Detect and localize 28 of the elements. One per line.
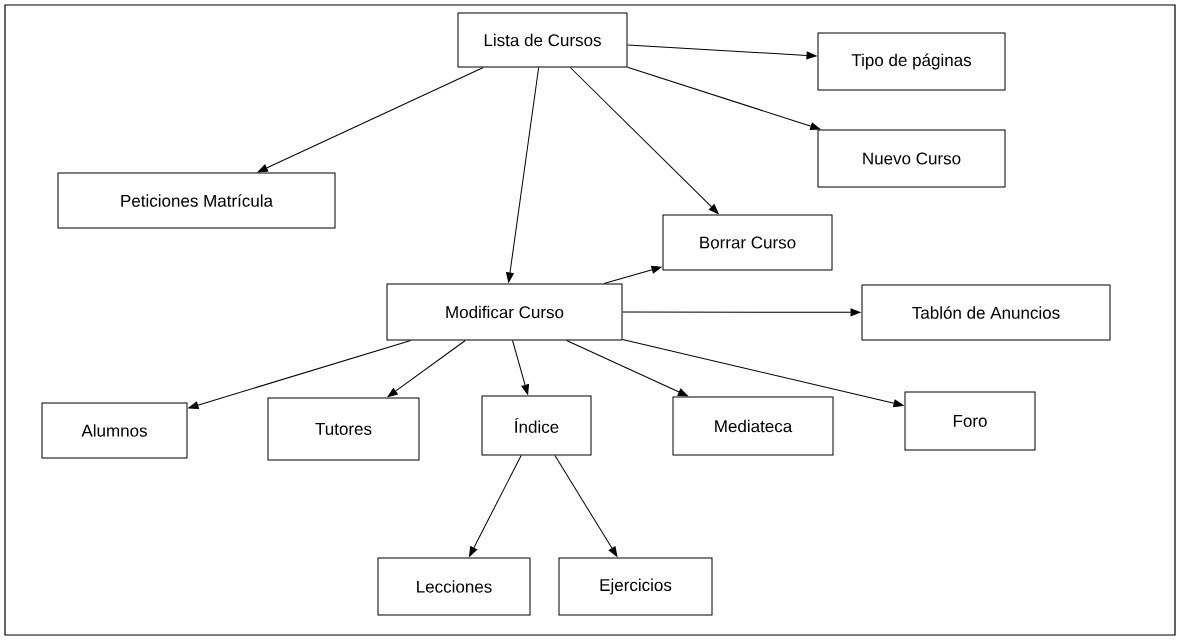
arrow bbox=[387, 340, 466, 398]
arrow bbox=[566, 340, 688, 397]
process-box: Ejercicios bbox=[558, 557, 713, 616]
arrow bbox=[627, 44, 817, 60]
arrow bbox=[469, 455, 522, 557]
process-box: Mediateca bbox=[672, 396, 834, 456]
process-box: Alumnos bbox=[41, 402, 188, 459]
arrow bbox=[554, 455, 618, 557]
arrow bbox=[622, 308, 861, 317]
process-box: Lecciones bbox=[377, 557, 531, 616]
process-box: Lista de Cursos bbox=[457, 12, 628, 68]
arrow bbox=[627, 66, 821, 131]
arrow bbox=[622, 339, 904, 408]
arrow bbox=[188, 340, 412, 410]
process-box: Borrar Curso bbox=[662, 214, 833, 271]
process-box: Modificar Curso bbox=[386, 283, 623, 341]
arrow bbox=[569, 67, 719, 214]
arrow bbox=[512, 340, 529, 395]
process-box: Tablón de Anuncios bbox=[861, 284, 1111, 341]
process-box: Peticiones Matrícula bbox=[57, 172, 336, 229]
arrow bbox=[603, 265, 662, 284]
process-box: Foro bbox=[904, 391, 1036, 451]
process-box: Tutores bbox=[267, 397, 420, 461]
arrow bbox=[506, 67, 540, 283]
process-box: Tipo de páginas bbox=[817, 32, 1006, 91]
process-box: Índice bbox=[481, 395, 592, 456]
process-box: Nuevo Curso bbox=[817, 129, 1006, 188]
arrow bbox=[257, 67, 484, 173]
